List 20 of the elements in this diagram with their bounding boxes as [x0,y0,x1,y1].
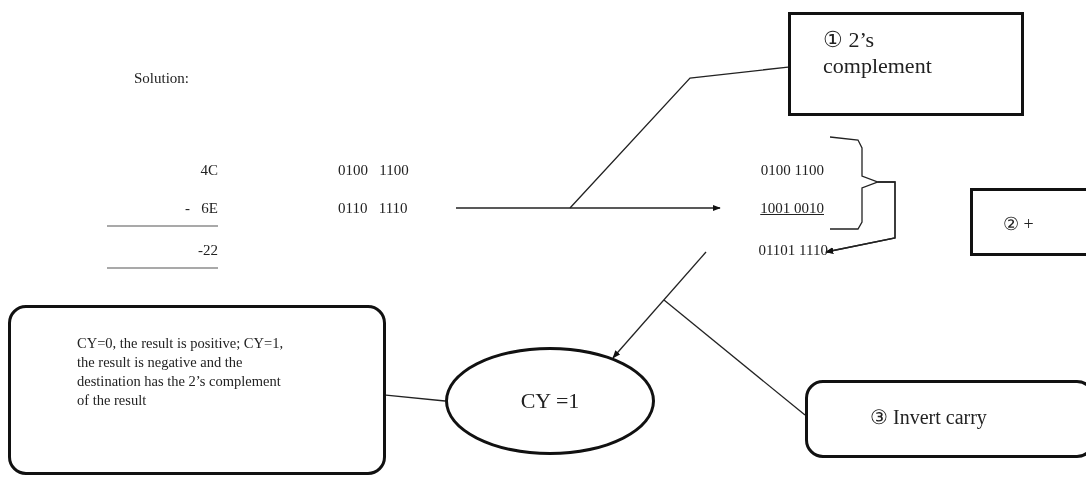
binary-value: 0100 1100 [338,161,409,180]
binary-value: 01101 1110 [698,238,828,262]
hex-value: 4C [200,161,218,180]
heading-text: Solution: [134,69,189,88]
step-box: ③ Invert carry [805,380,1086,458]
binary-value: 0110 1110 [338,196,458,220]
carry-ellipse: CY =1 [445,347,655,455]
connector-line [385,394,446,402]
arrow [825,181,896,254]
binary-value: 1001 0010 [700,196,824,220]
note-box: CY=0, the result is positive; CY=1, the result is negative and the destination has the 2’s complement of the result [8,305,386,475]
step-box: ② + [970,188,1086,256]
arrow [612,251,707,359]
leader-line [663,299,806,416]
hex-value: - 6E [185,199,218,218]
step-box: ① 2’s complement [788,12,1024,116]
hex-value: -22 [198,241,218,260]
binary-value: 0100 1100 [700,158,824,182]
arrow [455,204,721,212]
leader-line [569,66,789,209]
